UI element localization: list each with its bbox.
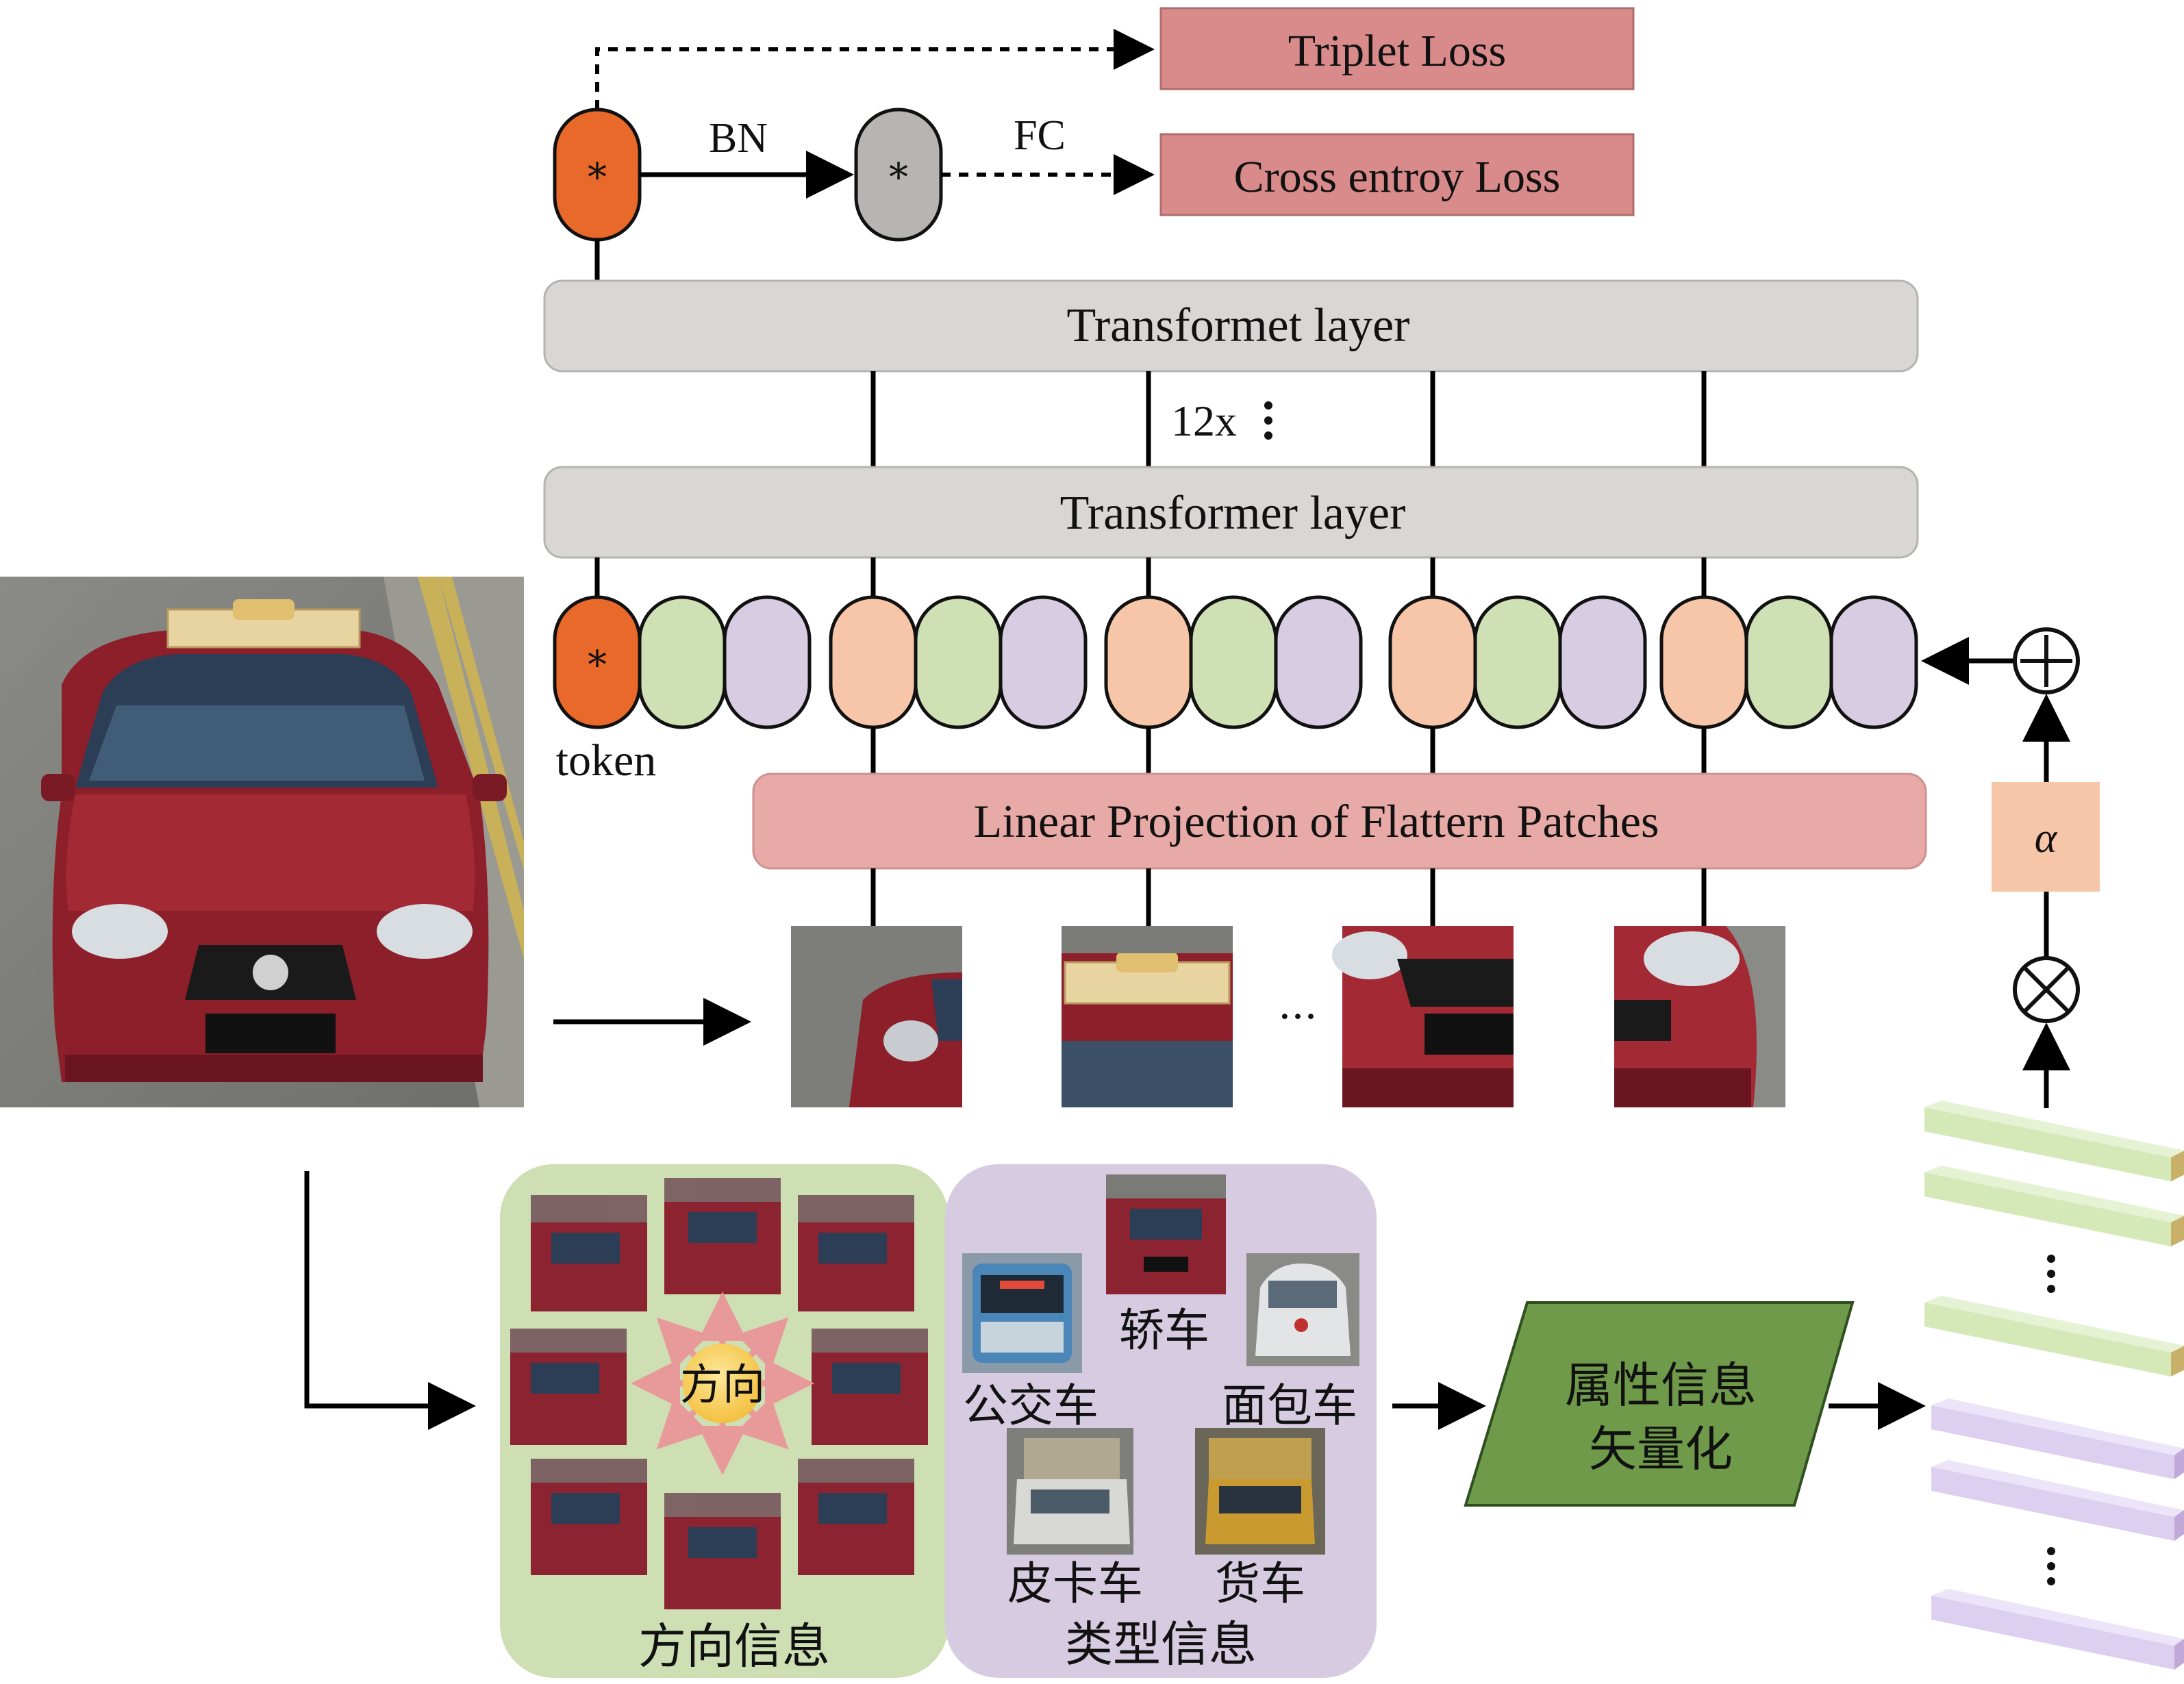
patch-token-orange	[1388, 595, 1477, 729]
position-embedding-branch: α	[1921, 627, 2100, 1108]
triplet-loss-box	[1159, 7, 1635, 90]
vertical-ellipsis	[1264, 401, 1272, 440]
direction-info-label: 方向信息	[638, 1618, 830, 1674]
type-truck-label: 货车	[1215, 1557, 1305, 1610]
embed-token-green	[1744, 595, 1833, 729]
patch-token-orange	[829, 595, 918, 729]
embed-token-purple	[999, 595, 1088, 729]
transformer-stack: Transformet layer 12x Transformer layer	[543, 279, 1919, 597]
embed-token-green	[1473, 595, 1562, 729]
embed-token-purple	[1558, 595, 1647, 729]
top-transformer-label: Transformet layer	[1067, 299, 1410, 352]
vectors-vertical-ellipsis	[2047, 1547, 2055, 1585]
type-van-label: 面包车	[1222, 1379, 1357, 1432]
direction-thumbnails	[510, 1178, 928, 1609]
embed-token-purple	[1829, 595, 1918, 729]
loss-heads: Triplet Loss Cross entroy Loss * BN * FC	[553, 7, 1635, 282]
repeat-12x-label: 12x	[1171, 397, 1237, 445]
type-info-label: 类型信息	[1065, 1616, 1257, 1672]
embed-token-green	[1189, 595, 1278, 729]
projection-to-patch-connectors	[870, 868, 1707, 926]
input-vehicle-image	[0, 577, 524, 1107]
triplet-loss-label: Triplet Loss	[1288, 26, 1506, 76]
pickup-thumbnail	[1007, 1428, 1133, 1555]
patch-3	[1332, 926, 1514, 1107]
patch-token-orange	[1104, 595, 1193, 729]
linear-projection-bar	[752, 772, 1927, 870]
token-row	[553, 595, 1918, 729]
class-token-star: *	[588, 643, 607, 688]
patch-token-orange	[1659, 595, 1748, 729]
purple-vector-bar	[1931, 1398, 2184, 1479]
attribute-vectorization-box	[1464, 1301, 1855, 1507]
patch-2	[1062, 926, 1233, 1107]
bus-thumbnail	[962, 1253, 1082, 1373]
direction-embedding-vectors	[1924, 1101, 2184, 1377]
green-vector-bar	[1924, 1166, 2184, 1246]
van-thumbnail	[1246, 1253, 1359, 1366]
cls-output-star: *	[588, 155, 607, 200]
direction-info-panel: 方向 方向信息	[500, 1164, 949, 1678]
bn-output-star: *	[889, 155, 908, 200]
purple-vector-bar	[1931, 1589, 2184, 1670]
token-to-projection-connectors	[870, 727, 1707, 774]
direction-arrows	[631, 1292, 814, 1475]
embed-token-green	[914, 595, 1003, 729]
type-info-panel: 轿车 公交车 面包车 皮卡车	[945, 1164, 1377, 1678]
type-bus-label: 公交车	[963, 1379, 1099, 1432]
layer-connectors	[870, 371, 1707, 467]
green-vector-bar	[1924, 1296, 2184, 1377]
embed-token-purple	[1274, 595, 1363, 729]
token-label: token	[556, 736, 657, 786]
direction-center-label: 方向	[680, 1359, 765, 1409]
patch-ellipsis: ···	[1278, 993, 1317, 1041]
truck-thumbnail	[1195, 1428, 1325, 1555]
image-patches: ···	[791, 926, 1785, 1107]
bottom-transformer-label: Transformer layer	[1060, 487, 1406, 540]
cls-to-triplet-dashed-arrow	[595, 29, 1155, 110]
green-vector-bar	[1924, 1101, 2184, 1181]
linear-projection-label: Linear Projection of Flattern Patches	[974, 795, 1659, 847]
direction-sun-icon	[683, 1344, 762, 1423]
alpha-box	[1992, 782, 2100, 892]
type-pickup-label: 皮卡车	[1007, 1557, 1143, 1610]
vectorize-line1: 属性信息	[1565, 1357, 1757, 1413]
embed-token-green	[638, 595, 727, 729]
type-embedding-vectors	[1931, 1398, 2184, 1670]
patch-4	[1614, 926, 1785, 1107]
sedan-thumbnail	[1106, 1174, 1226, 1294]
cross-entropy-loss-box	[1159, 133, 1635, 216]
vectorize-line2: 矢量化	[1589, 1421, 1733, 1477]
vectors-vertical-ellipsis	[2047, 1255, 2055, 1293]
alpha-label: α	[2035, 815, 2058, 862]
patch-1	[791, 926, 962, 1107]
type-sedan-label: 轿车	[1119, 1304, 1209, 1357]
image-to-attributes-arrow	[304, 1171, 476, 1430]
layer-to-token-connectors	[594, 557, 1707, 597]
bn-label: BN	[709, 115, 768, 162]
bottom-transformer-layer	[543, 466, 1919, 559]
purple-vector-bar	[1931, 1460, 2184, 1541]
embed-token-purple	[723, 595, 812, 729]
fc-label: FC	[1014, 112, 1066, 159]
top-transformer-layer	[543, 279, 1919, 373]
cross-entropy-loss-label: Cross entroy Loss	[1234, 152, 1561, 202]
